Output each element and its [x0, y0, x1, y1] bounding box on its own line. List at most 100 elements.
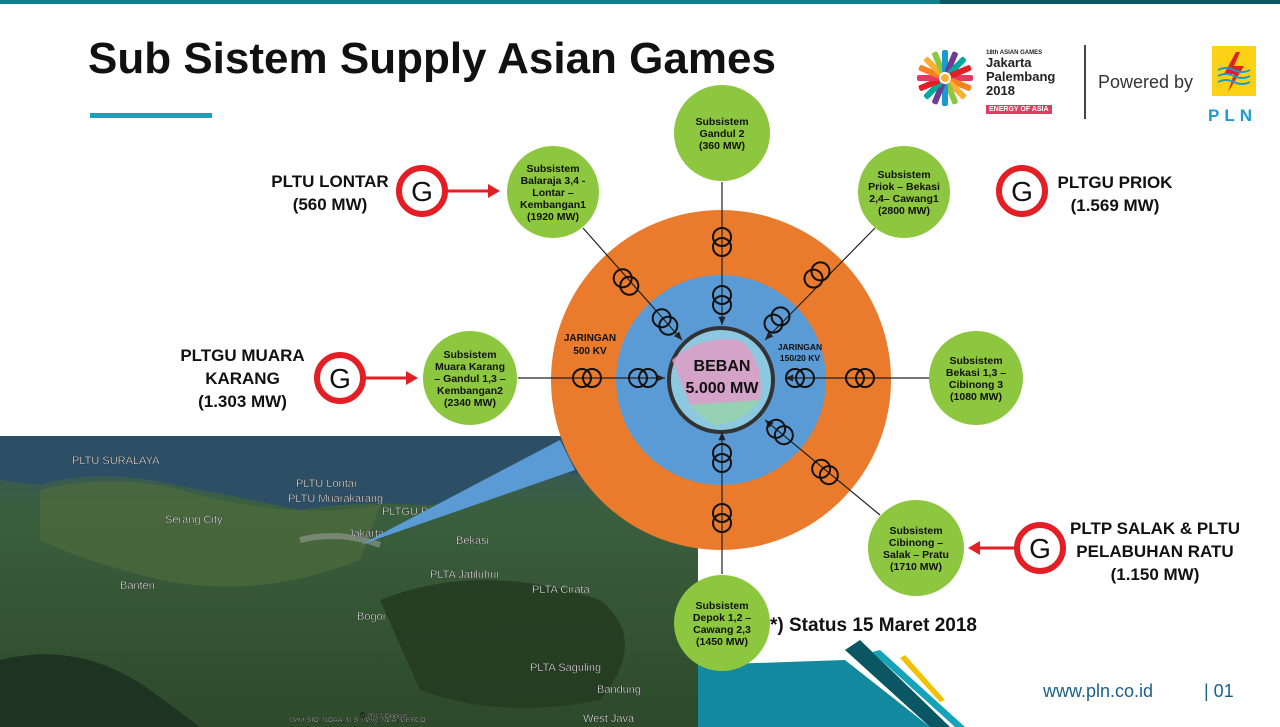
plant-label-lontar: PLTU LONTAR (560 MW) — [255, 170, 405, 216]
footer-stripe-yellow — [900, 655, 945, 702]
asian-games-city2: Palembang — [986, 69, 1056, 84]
subsystem-circle — [929, 331, 1023, 425]
subsystem-text: Priok – Bekasi — [868, 181, 940, 193]
generator-arrow-muarakarang — [406, 371, 418, 385]
top-accent-bar-dark — [940, 0, 1280, 4]
asian-games-wordmark: 18th ASIAN GAMES Jakarta Palembang 2018 … — [986, 50, 1096, 116]
subsystem-text: Subsistem — [695, 600, 748, 612]
inner-ring-label: 150/20 KV — [780, 353, 820, 363]
asian-games-city1: Jakarta — [986, 55, 1032, 70]
subsystem-circle — [507, 146, 599, 238]
plant-muarakarang-name: PLTGU MUARA — [180, 346, 305, 365]
transformer-icon — [811, 458, 839, 486]
plant-muarakarang-name2: KARANG — [205, 369, 280, 388]
asian-games-tagline: ENERGY OF ASIA — [986, 105, 1052, 114]
subsystem-circle — [674, 85, 770, 181]
generator-symbol: G — [1011, 176, 1033, 207]
map-label: PLTA Jatiluhur — [430, 569, 500, 581]
center-load-name: BEBAN — [694, 358, 751, 375]
transformer-icon — [572, 368, 602, 388]
page-number: | 01 — [1204, 681, 1234, 701]
footer-url-link[interactable]: www.pln.co.id — [1043, 681, 1154, 701]
subsystem-text: (1920 MW) — [527, 211, 579, 223]
map-label: Banten — [120, 580, 155, 592]
map-label: Serang City — [165, 514, 223, 526]
outer-ring-label: 500 KV — [573, 346, 607, 357]
subsystem-circle — [674, 575, 770, 671]
subsystem-text: Muara Karang — [435, 361, 505, 373]
subsystem-text: (360 MW) — [699, 140, 745, 152]
asian-games-year: 2018 — [986, 83, 1015, 98]
subsystem-text: Lontar – — [532, 187, 574, 199]
transformer-icon — [803, 261, 831, 289]
transformer-icon — [712, 285, 732, 315]
subsystem-text: Cawang 2,3 — [693, 624, 751, 636]
transformer-icon — [785, 368, 815, 388]
arrow-balaraja — [673, 331, 682, 340]
subsystem-text: (2800 MW) — [878, 205, 930, 217]
subsystem-text: Gandul 2 — [700, 128, 745, 140]
subsystem-text: Subsistem — [695, 116, 748, 128]
subsystem-text: Cibinong – — [889, 537, 943, 549]
map-label: PLTU SURALAYA — [72, 455, 160, 467]
transformer-icon — [712, 503, 732, 533]
outer-ring-label: JARINGAN — [564, 333, 616, 344]
page-title: Sub Sistem Supply Asian Games — [88, 34, 776, 83]
transformer-icon — [763, 306, 791, 334]
subsystem-text: Subsistem — [949, 355, 1002, 367]
asian-games-small-text: 18th ASIAN GAMES — [986, 50, 1043, 56]
map-label: West Java — [583, 713, 635, 725]
plant-lontar-name: PLTU LONTAR — [271, 172, 389, 191]
subsystem-text: Kembangan1 — [520, 199, 586, 211]
subsystem-text: (2340 MW) — [444, 397, 496, 409]
generator-arrow-lontar — [488, 184, 500, 198]
status-note: *) Status 15 Maret 2018 — [770, 615, 977, 636]
transformer-icon — [712, 443, 732, 473]
map-label: PLTU Lontar — [296, 478, 358, 490]
plant-label-priok: PLTGU PRIOK (1.569 MW) — [1040, 171, 1190, 217]
transformer-icon — [651, 308, 679, 336]
arrow-gandul2 — [718, 316, 726, 325]
generator-icon-priok: G — [996, 165, 1048, 217]
generator-arrow-salak — [968, 541, 980, 555]
subsystem-circle — [868, 500, 964, 596]
map-label: Bandung — [597, 684, 641, 696]
map-label: PLTU Muarakarang — [288, 493, 383, 505]
subsystem-text: Salak – Pratu — [883, 549, 949, 561]
footer-decoration — [698, 660, 930, 727]
footer-stripe-dark — [845, 640, 950, 727]
footer-stripe-teal — [872, 650, 965, 727]
center-load-value: 5.000 MW — [686, 380, 760, 397]
subsystem-text: Subsistem — [877, 169, 930, 181]
plant-lontar-capacity: (560 MW) — [292, 195, 368, 214]
asian-games-logo-icon — [917, 50, 973, 106]
subsystem-text: Kembangan2 — [437, 385, 503, 397]
map-label: Bogor — [357, 611, 387, 623]
logo-area: 18th ASIAN GAMES Jakarta Palembang 2018 … — [910, 40, 1270, 126]
generator-symbol: G — [411, 176, 433, 207]
subsystem-text: (1450 MW) — [696, 636, 748, 648]
powered-by-label: Powered by — [1098, 72, 1194, 92]
subsystem-circle — [858, 146, 950, 238]
pln-wordmark: PLN — [1208, 106, 1257, 125]
plant-salak-name: PLTP SALAK & PLTU — [1070, 519, 1240, 538]
plant-label-salak: PLTP SALAK & PLTU PELABUHAN RATU (1.150 … — [1065, 517, 1245, 586]
subsystem-text: (1710 MW) — [890, 561, 942, 573]
arrow-muarakarang — [656, 374, 665, 382]
inner-ring-label: JARINGAN — [778, 342, 822, 352]
title-underline — [90, 113, 212, 118]
arrow-priok — [765, 331, 774, 340]
subsystem-text: Subsistem — [526, 163, 579, 175]
map-pointer-wedge — [360, 440, 575, 545]
transformer-icon — [766, 418, 794, 446]
map-label: Bekasi — [456, 535, 489, 547]
pln-logo-icon — [1212, 46, 1256, 96]
subsystem-text: Balaraja 3,4 - — [521, 175, 586, 187]
arrow-bekasi — [785, 374, 794, 382]
